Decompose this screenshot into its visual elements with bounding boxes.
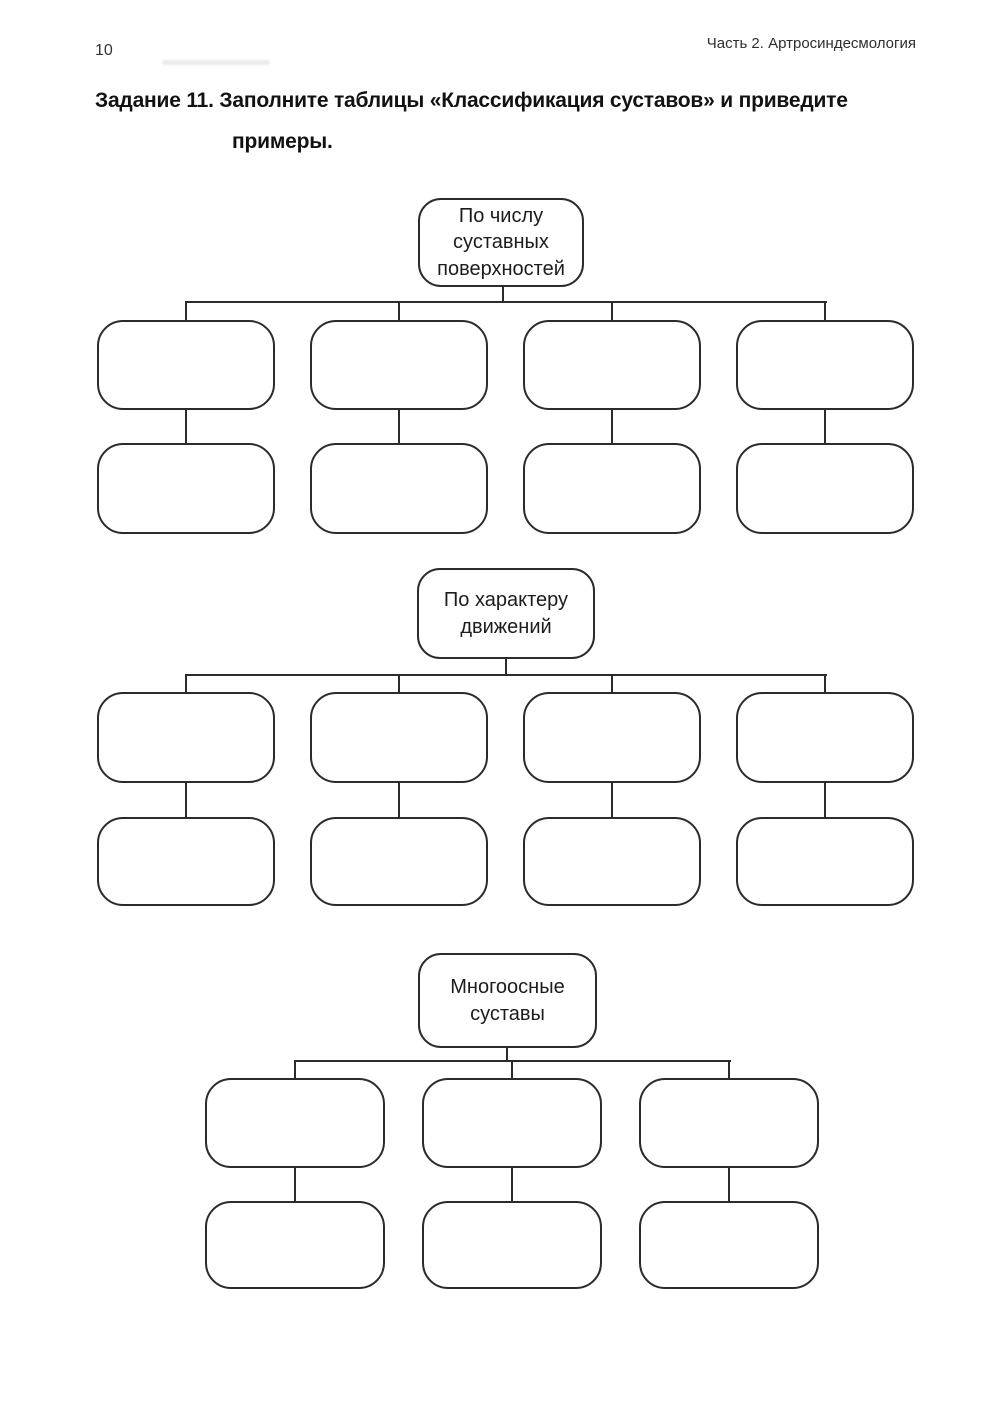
diagram2-root-box: По характеру движений	[417, 568, 595, 659]
diagram2-bus-line	[185, 674, 827, 676]
task-title: Задание 11. Заполните таблицы «Классифик…	[95, 80, 925, 162]
diagram1-answer-box-col4-row1	[736, 320, 914, 410]
diagram1-connector-line-col4	[824, 408, 826, 445]
diagram3-drop-line-col3	[728, 1060, 730, 1080]
diagram1-connector-line-col2	[398, 408, 400, 445]
scan-smudge-artifact	[162, 60, 270, 65]
diagram1-answer-box-col1-row1	[97, 320, 275, 410]
diagram3-answer-box-col1-row2	[205, 1201, 385, 1289]
diagram2-drop-line-col2	[398, 674, 400, 694]
diagram1-answer-box-col4-row2	[736, 443, 914, 534]
diagram2-drop-line-col1	[185, 674, 187, 694]
diagram1-connector-line-col3	[611, 408, 613, 445]
diagram1-drop-line-col2	[398, 301, 400, 322]
diagram3-connector-line-col2	[511, 1166, 513, 1203]
diagram2-answer-box-col4-row1	[736, 692, 914, 783]
diagram1-drop-line-col3	[611, 301, 613, 322]
page-number: 10	[95, 42, 113, 59]
diagram1-bus-line	[185, 301, 827, 303]
diagram1-root-box: По числу суставных поверхностей	[418, 198, 584, 287]
diagram3-connector-line-col3	[728, 1166, 730, 1203]
diagram3-root-stem-line	[506, 1046, 508, 1062]
diagram1-answer-box-col3-row2	[523, 443, 701, 534]
diagram3-answer-box-col1-row1	[205, 1078, 385, 1168]
diagram3-answer-box-col3-row2	[639, 1201, 819, 1289]
diagram1-answer-box-col2-row2	[310, 443, 488, 534]
diagram1-drop-line-col4	[824, 301, 826, 322]
diagram3-answer-box-col2-row2	[422, 1201, 602, 1289]
diagram2-root-stem-line	[505, 657, 507, 676]
diagram2-connector-line-col3	[611, 781, 613, 819]
diagram3-answer-box-col3-row1	[639, 1078, 819, 1168]
diagram2-connector-line-col1	[185, 781, 187, 819]
diagram3-answer-box-col2-row1	[422, 1078, 602, 1168]
task-title-line2: примеры.	[232, 130, 333, 153]
diagram3-connector-line-col1	[294, 1166, 296, 1203]
diagram1-drop-line-col1	[185, 301, 187, 322]
diagram2-answer-box-col1-row1	[97, 692, 275, 783]
diagram1-connector-line-col1	[185, 408, 187, 445]
diagram1-root-stem-line	[502, 285, 504, 303]
diagram2-answer-box-col2-row1	[310, 692, 488, 783]
diagram3-drop-line-col2	[511, 1060, 513, 1080]
diagram2-connector-line-col4	[824, 781, 826, 819]
task-title-line1: Задание 11. Заполните таблицы «Классифик…	[95, 89, 848, 112]
diagram2-answer-box-col3-row1	[523, 692, 701, 783]
diagram3-root-box: Многоосные суставы	[418, 953, 597, 1048]
diagram3-drop-line-col1	[294, 1060, 296, 1080]
diagram2-answer-box-col3-row2	[523, 817, 701, 906]
chapter-header: Часть 2. Артросиндесмология	[706, 35, 916, 52]
diagram1-answer-box-col2-row1	[310, 320, 488, 410]
diagram1-answer-box-col1-row2	[97, 443, 275, 534]
diagram2-connector-line-col2	[398, 781, 400, 819]
diagram2-drop-line-col4	[824, 674, 826, 694]
diagram2-answer-box-col2-row2	[310, 817, 488, 906]
diagram2-answer-box-col4-row2	[736, 817, 914, 906]
diagram1-answer-box-col3-row1	[523, 320, 701, 410]
diagram2-answer-box-col1-row2	[97, 817, 275, 906]
diagram2-drop-line-col3	[611, 674, 613, 694]
